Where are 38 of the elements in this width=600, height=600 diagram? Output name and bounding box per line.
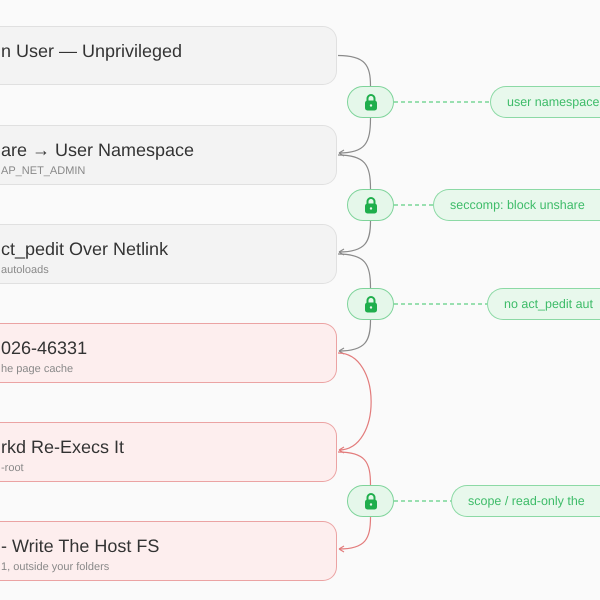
step-subtitle: -root (1, 462, 24, 474)
lock-badge (347, 485, 394, 517)
step-subtitle: autoloads (1, 264, 49, 276)
curved-arrow (338, 118, 372, 156)
mitigation-pill (490, 86, 600, 118)
step-title: rkd Re-Execs It (1, 437, 124, 458)
dashed-connector (394, 101, 490, 103)
step-card (0, 224, 337, 284)
step-title: are → User Namespace (1, 140, 194, 161)
mitigation-pill (433, 189, 600, 221)
mitigation-text: scope / read-only the (468, 494, 585, 508)
step-title: ct_pedit Over Netlink (1, 239, 168, 260)
curved-arrow (338, 320, 372, 354)
curved-arrow (338, 352, 372, 453)
curved-arrow (338, 220, 372, 256)
step-subtitle: AP_NET_ADMIN (1, 165, 86, 177)
step-title: n User — Unprivileged (1, 41, 182, 62)
step-subtitle: 1, outside your folders (1, 561, 110, 573)
step-title: - Write The Host FS (1, 536, 160, 557)
mitigation-pill (487, 288, 600, 320)
step-card (0, 26, 337, 85)
lock-badge (347, 288, 394, 320)
step-subtitle: he page cache (1, 363, 74, 375)
mitigation-text: user namespace (507, 95, 600, 109)
curved-arrow (338, 516, 372, 552)
dashed-connector (394, 204, 433, 206)
lock-badge (347, 189, 394, 221)
dashed-connector (394, 500, 451, 502)
exploit-step-card (0, 323, 337, 383)
mitigation-text: no act_pedit aut (504, 297, 593, 311)
step-title: 026-46331 (1, 338, 88, 359)
mitigation-text: seccomp: block unshare (450, 198, 585, 212)
step-card (0, 125, 337, 185)
mitigation-pill (451, 485, 600, 517)
exploit-step-card (0, 521, 337, 581)
lock-badge (347, 86, 394, 118)
dashed-connector (394, 303, 487, 305)
exploit-step-card (0, 422, 337, 482)
